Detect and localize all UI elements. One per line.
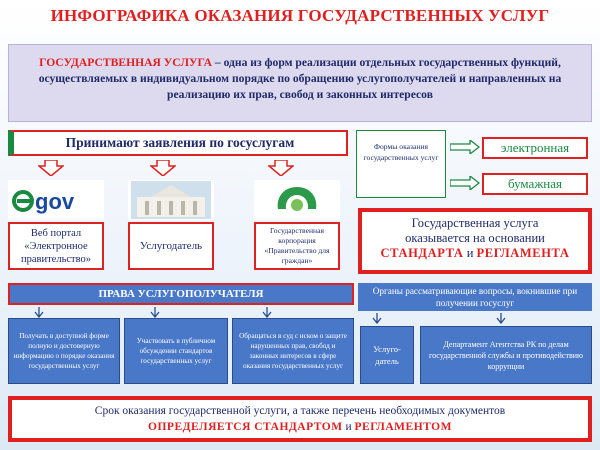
building-image (128, 180, 214, 220)
card-web-portal: Веб портал «Электронное правительство» (8, 222, 104, 270)
right-item: Обращаться в суд с иском о защите наруше… (232, 318, 354, 384)
corporation-emblem-icon (262, 181, 332, 219)
svg-text:gov: gov (35, 189, 75, 214)
card-label: Государственная корпорация «Правительств… (264, 226, 330, 265)
egov-logo-icon: gov (12, 189, 75, 214)
egov-logo: gov (8, 180, 104, 220)
right-item: Получать в доступной форме полную и дост… (8, 318, 120, 384)
bottom-defined: ОПРЕДЕЛЯЕТСЯ СТАНДАРТОМ (148, 421, 343, 433)
government-building-icon (131, 181, 211, 219)
organs-heading: Органы рассматривающие вопросы, вокнивши… (358, 283, 592, 311)
organ-agency-department: Департамент Агентства РК по делам госуда… (420, 326, 592, 384)
form-type-electronic: электронная (482, 137, 588, 159)
arrow-down-icon (150, 160, 176, 176)
arrow-down-icon (372, 313, 382, 324)
definition-text: – одна из форм реализации отдельных госу… (38, 56, 562, 101)
basis-regulation: РЕГЛАМЕНТА (476, 246, 570, 260)
organ-service-provider: Услуго-датель (360, 326, 414, 384)
basis-and: и (466, 246, 474, 260)
arrow-down-icon (150, 307, 160, 318)
basis-standard: СТАНДАРТА (380, 246, 464, 260)
right-item: Участвовать в публичном обсуждении станд… (124, 318, 228, 384)
basis-box: Государственная услуга оказывается на ос… (358, 208, 592, 274)
rights-heading: ПРАВА УСЛУГОПОЛУЧАТЕЛЯ (8, 283, 354, 305)
basis-line-2: оказывается на основании (405, 231, 545, 245)
bottom-line-2: ОПРЕДЕЛЯЕТСЯ СТАНДАРТОМ и РЕГЛАМЕНТОМ (12, 419, 588, 435)
form-type-paper: бумажная (482, 173, 588, 195)
card-label: Веб портал «Электронное правительство» (20, 227, 92, 265)
bottom-line-1: Срок оказания государственной услуги, а … (94, 405, 506, 417)
bottom-and: и (345, 421, 352, 433)
arrow-right-icon (450, 176, 480, 190)
card-service-provider: Услугодатель (128, 222, 214, 270)
definition-term: ГОСУДАРСТВЕННАЯ УСЛУГА (39, 56, 212, 69)
definition-box: ГОСУДАРСТВЕННАЯ УСЛУГА – одна из форм ре… (8, 44, 592, 122)
card-state-corporation: Государственная корпорация «Правительств… (254, 222, 340, 270)
service-forms-box: Формы оказания государственных услуг (356, 130, 446, 198)
basis-line-3: СТАНДАРТА и РЕГЛАМЕНТА (362, 246, 588, 261)
corporation-logo (254, 180, 340, 220)
arrow-down-icon (34, 307, 44, 318)
basis-line-1: Государственная услуга (411, 216, 539, 230)
card-label: Услугодатель (139, 240, 203, 252)
bottom-box: Срок оказания государственной услуги, а … (8, 396, 592, 442)
bottom-regulation: РЕГЛАМЕНТОМ (354, 421, 452, 433)
page-title: ИНФОГРАФИКА ОКАЗАНИЯ ГОСУДАРСТВЕННЫХ УСЛ… (50, 6, 550, 25)
arrow-down-icon (262, 307, 272, 318)
arrow-down-icon (496, 313, 506, 324)
arrow-down-icon (268, 160, 294, 176)
arrow-right-icon (450, 140, 480, 154)
arrow-down-icon (38, 160, 64, 176)
accept-heading: Принимают заявления по госуслугам (8, 130, 348, 156)
